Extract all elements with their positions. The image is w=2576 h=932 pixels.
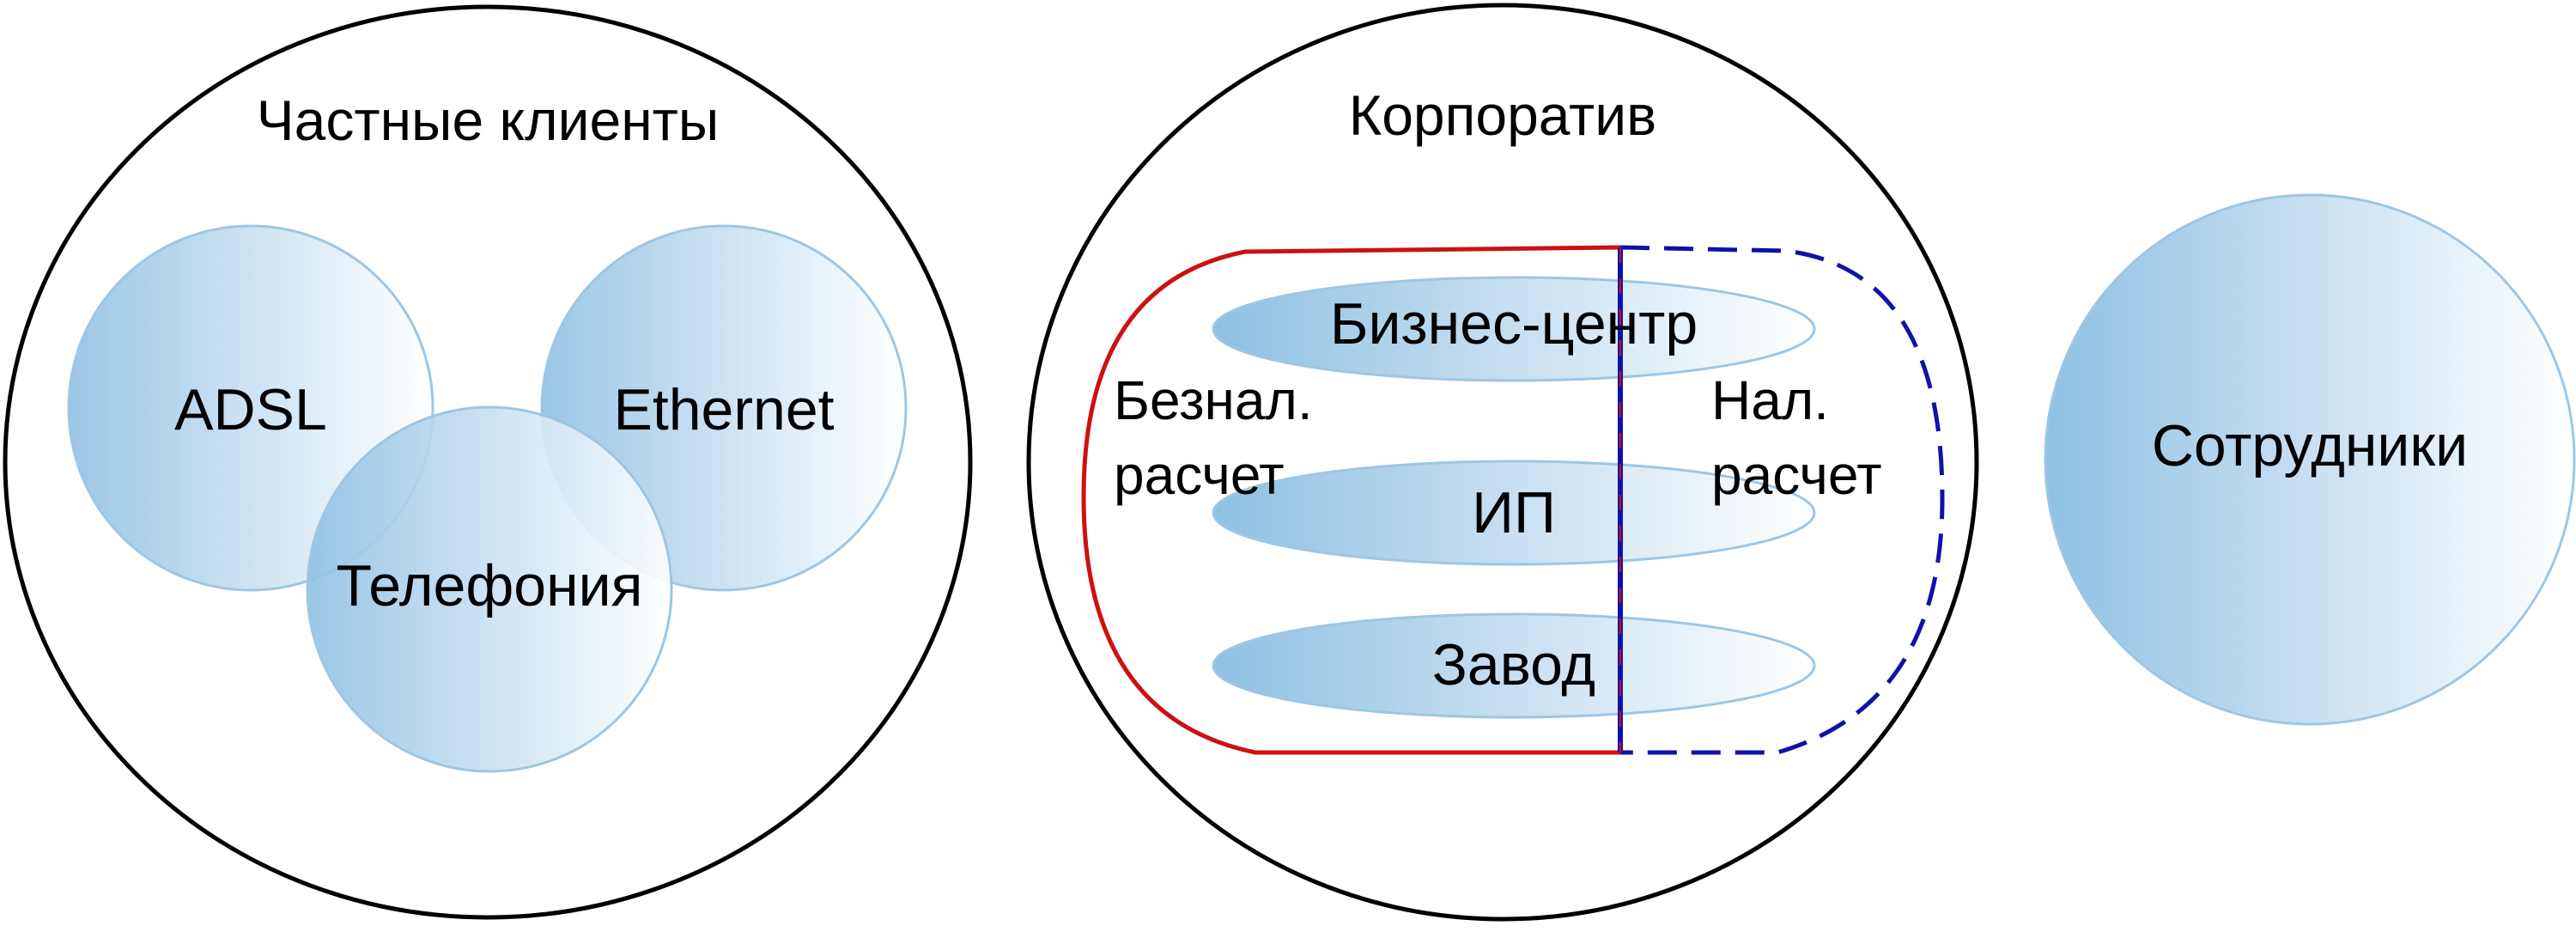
business-center-label: Бизнес-центр xyxy=(1330,291,1698,356)
cashless-label-line1: Безнал. xyxy=(1114,369,1313,431)
adsl-label: ADSL xyxy=(174,377,327,442)
ethernet-label: Ethernet xyxy=(613,377,834,442)
employees-group: Сотрудники xyxy=(2044,193,2576,726)
corporate-outline xyxy=(1026,3,1979,922)
cashless-label-line2: расчет xyxy=(1114,444,1285,506)
cashless-region-border xyxy=(1081,245,1621,755)
private-clients-title: Частные клиенты xyxy=(257,88,720,152)
employees-label: Сотрудники xyxy=(2152,413,2468,478)
private-clients-outline xyxy=(3,4,973,920)
corporate-title: Корпоратив xyxy=(1349,83,1656,147)
corporate-group: Корпоратив Бизнес-центр ИП Завод Безнал.… xyxy=(1026,3,1979,922)
ip-label: ИП xyxy=(1472,480,1556,545)
business-center-ellipse xyxy=(1212,276,1816,382)
cash-label-line2: расчет xyxy=(1711,444,1882,506)
telephony-circle xyxy=(306,405,673,773)
cash-region-border xyxy=(1619,245,1945,755)
private-clients-group: Частные клиенты ADSL Ethernet Телефония xyxy=(3,4,973,920)
ip-ellipse xyxy=(1212,460,1816,566)
cash-label-line1: Нал. xyxy=(1711,369,1829,431)
telephony-label: Телефония xyxy=(337,553,643,618)
factory-ellipse xyxy=(1212,612,1816,719)
employees-circle xyxy=(2044,193,2576,726)
factory-label: Завод xyxy=(1432,632,1595,697)
